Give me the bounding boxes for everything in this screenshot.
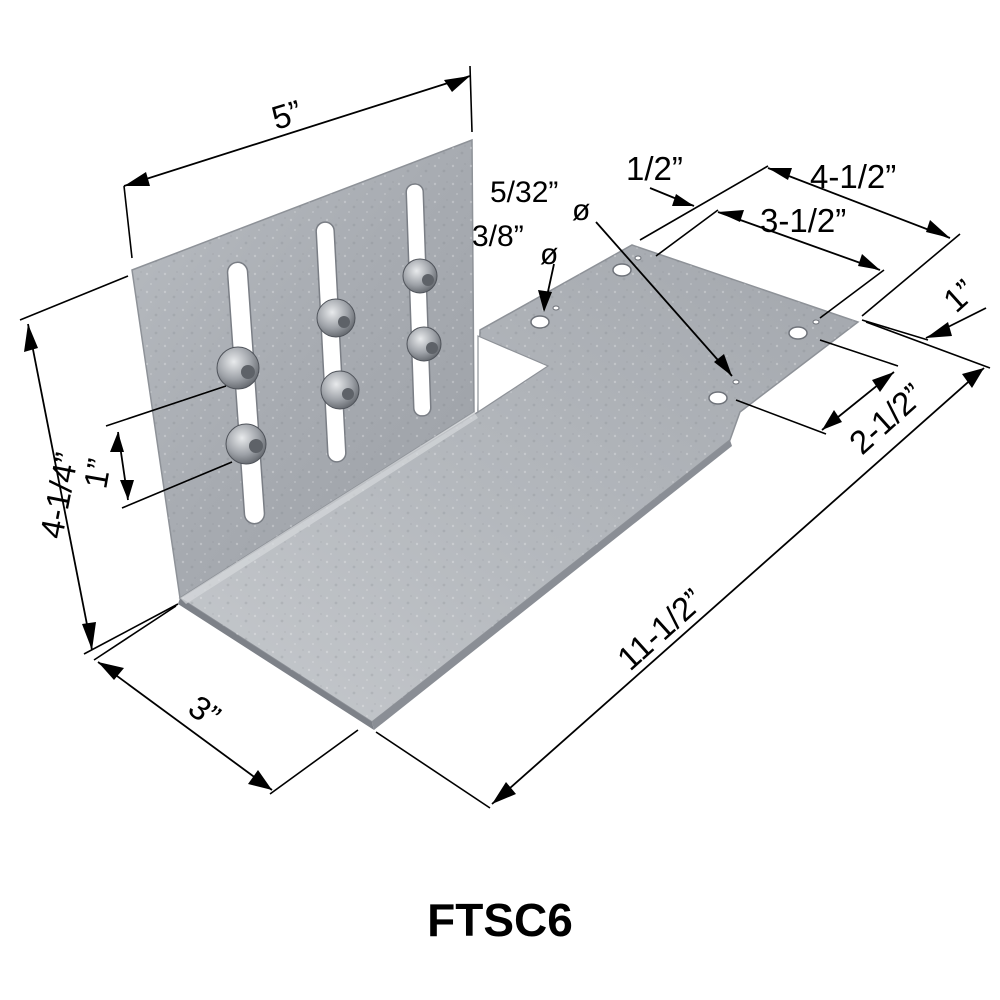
bolt-icon	[406, 326, 442, 362]
bolts	[216, 258, 442, 465]
bolt-icon	[316, 298, 356, 338]
hole-large-left	[530, 315, 550, 329]
hole-small-left	[552, 305, 560, 311]
dim-edge-distance: 1”	[936, 272, 983, 319]
hole-large-top	[612, 263, 632, 277]
dim-bolt-spacing: 1”	[76, 456, 118, 491]
dim-hole-span-outer: 4-1/2”	[810, 158, 896, 195]
hole-large-bottom	[708, 391, 728, 405]
bolt-icon	[216, 346, 260, 390]
base-plate	[178, 244, 860, 730]
dim-small-hole-diameter: 5/32”	[490, 176, 558, 209]
dimension-lines	[19, 65, 991, 809]
model-title: FTSC6	[427, 894, 573, 946]
dim-base-length: 11-1/2”	[610, 581, 711, 677]
bolt-icon	[320, 370, 360, 410]
dim-height-vertical: 4-1/4”	[33, 450, 86, 542]
hole-small-bottom	[732, 379, 740, 385]
dim-hole-row-spacing: 2-1/2”	[842, 376, 931, 461]
bolt-icon	[402, 258, 438, 294]
dim-large-hole-diameter: 3/8”	[472, 220, 524, 253]
diameter-symbol-small: ø	[572, 194, 590, 227]
bolt-icon	[225, 423, 267, 465]
hole-small-top	[634, 255, 642, 261]
hole-small-right	[812, 319, 820, 325]
dim-offset-half: 1/2”	[626, 150, 683, 187]
diameter-symbol-large: ø	[540, 238, 558, 271]
base-holes	[530, 255, 820, 405]
dim-hole-span-inner: 3-1/2”	[760, 202, 846, 239]
hole-large-right	[788, 326, 808, 340]
